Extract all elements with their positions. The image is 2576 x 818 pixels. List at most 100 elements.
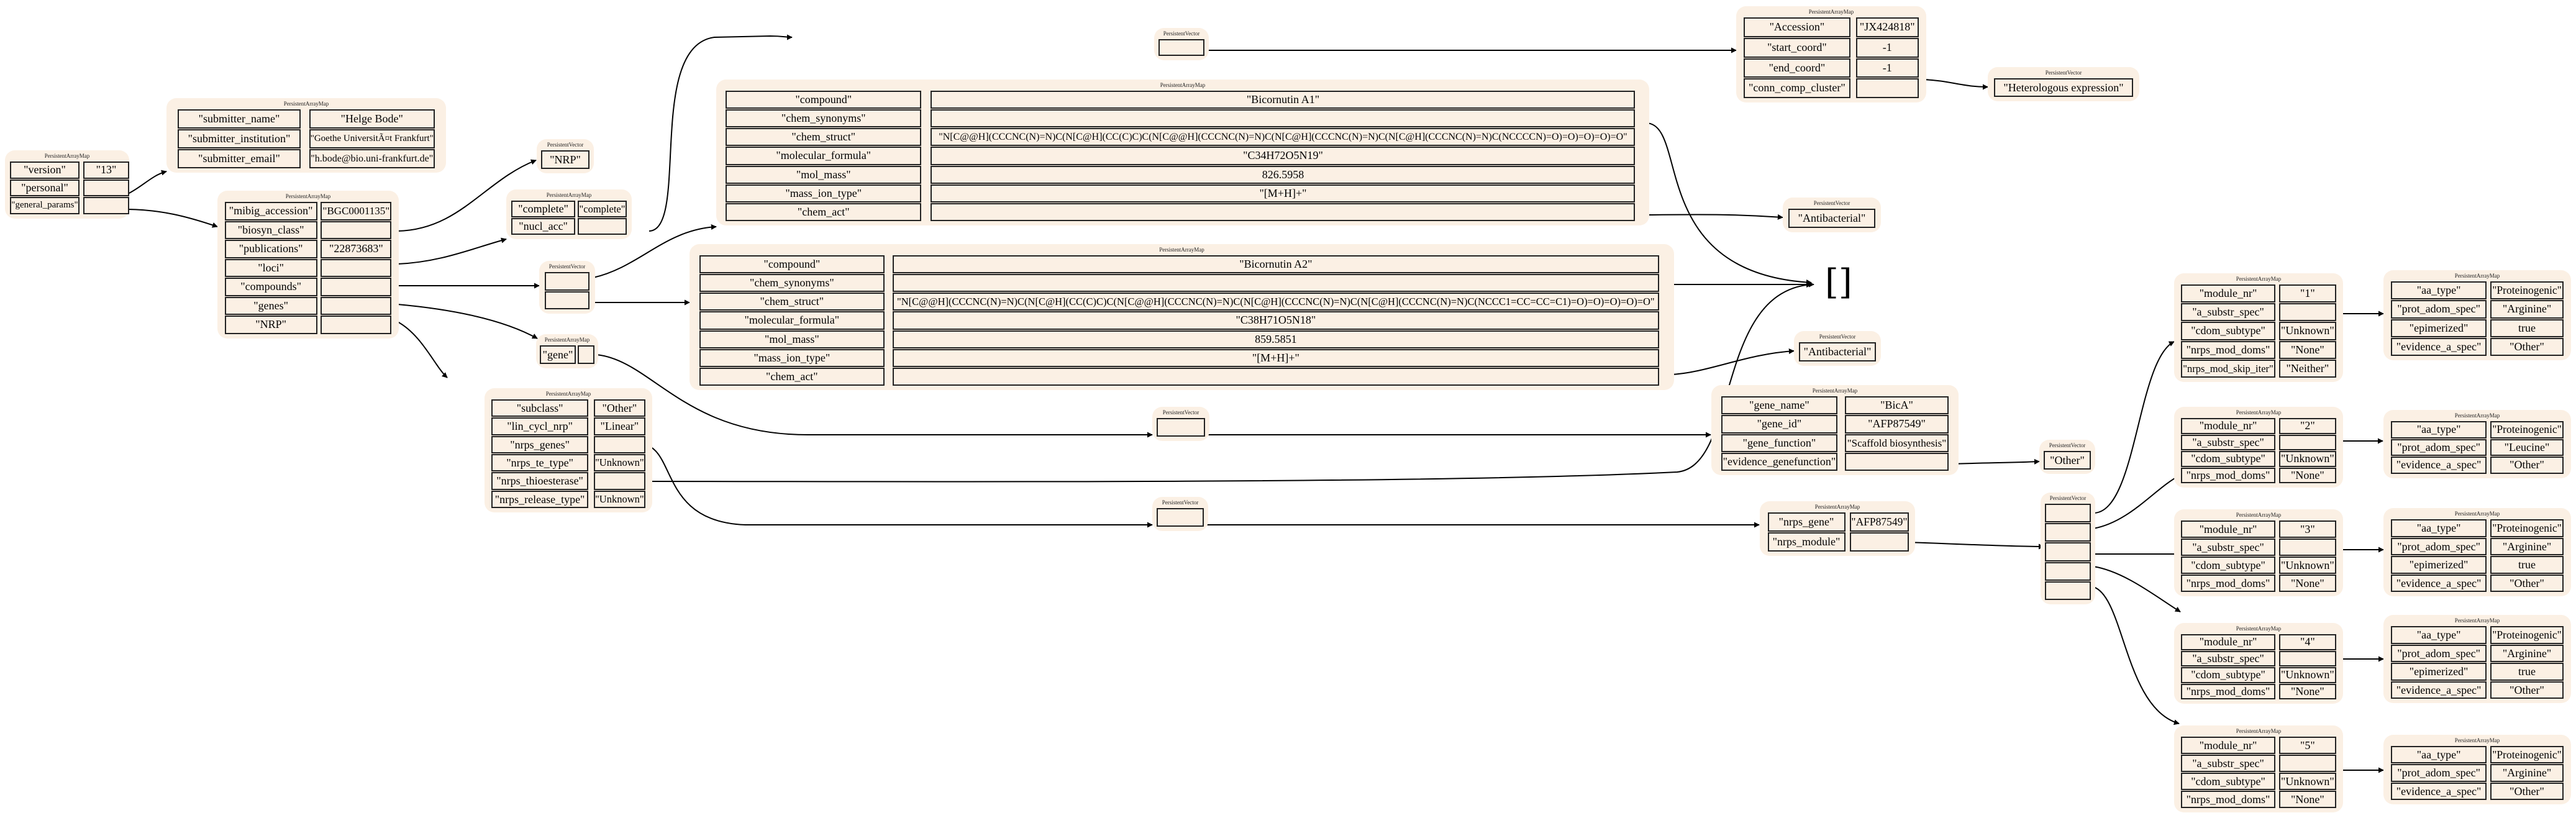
map-key-cell: "cdom_subtype" — [2180, 773, 2276, 790]
map-key-cell: "complete" — [511, 201, 576, 217]
node-type-label: PersistentArrayMap — [545, 391, 591, 397]
map-key-cell: "nrps_genes" — [491, 435, 589, 453]
map-key-cell: "Accession" — [1744, 17, 1850, 37]
spec-map-5: PersistentArrayMap"aa_type""Proteinogeni… — [2383, 735, 2571, 804]
map-value-cell: true — [2490, 319, 2564, 337]
node-type-label: PersistentArrayMap — [546, 192, 592, 198]
map-key-cell: "nrps_te_type" — [491, 454, 589, 472]
map-value-cell: "Unknown" — [2278, 667, 2337, 683]
map-value-cell: "Other" — [593, 399, 646, 417]
edge-accmap-conncomp — [1923, 79, 1988, 90]
map-key-cell: "a_substr_spec" — [2180, 650, 2276, 666]
map-key-cell: "evidence_genefunction" — [1721, 452, 1837, 471]
map-value-cell: "Unknown" — [2278, 773, 2337, 790]
map-key-cell: "chem_act" — [726, 202, 922, 221]
map-value-cell: "Other" — [2490, 681, 2564, 699]
map-value-cell — [892, 274, 1660, 293]
map-key-cell: "prot_adom_spec" — [2391, 537, 2487, 555]
map-key-cell: "gene" — [540, 345, 576, 364]
map-key-cell: "aa_type" — [2391, 746, 2487, 764]
map-value-cell: "AFP87549" — [1850, 512, 1909, 532]
map-key-cell: "module_nr" — [2180, 634, 2276, 650]
spec-map-3: PersistentArrayMap "aa_type""Proteinogeni… — [2383, 508, 2571, 596]
vector-slot — [1158, 39, 1204, 56]
node-type-label: PersistentArrayMap — [2454, 617, 2500, 624]
map-value-cell: "Proteinogenic" — [2490, 281, 2564, 300]
map-key-cell: "cdom_subtype" — [2180, 451, 2276, 467]
node-type-label: PersistentArrayMap — [285, 193, 331, 199]
map-value-cell — [321, 316, 392, 334]
map-key-cell: "biosyn_class" — [224, 220, 317, 240]
edge-nrpsgenes-nrpsvec — [641, 443, 1153, 528]
node-type-label: PersistentArrayMap — [2454, 737, 2500, 743]
map-key-cell: "nrps_thioesterase" — [491, 472, 589, 490]
compounds-vector: PersistentVector — [539, 261, 595, 314]
map-value-cell: 826.5958 — [931, 165, 1636, 184]
map-value-cell: "N[C@@H](CCCNC(N)=N)C(N[C@H](CC(C)C)C(N[… — [892, 293, 1660, 311]
edge-general-genes — [397, 304, 538, 339]
vector-slot: "NRP" — [541, 150, 589, 169]
map-value-cell: "Neither" — [2278, 359, 2337, 378]
edge-general-loci — [397, 237, 507, 265]
vector-slot — [545, 291, 589, 309]
map-value-cell: "Other" — [2490, 574, 2564, 592]
node-type-label: PersistentArrayMap — [544, 337, 590, 343]
vector-slot — [545, 272, 589, 291]
map-key-cell: "module_nr" — [2180, 284, 2276, 303]
map-value-cell: "13" — [83, 161, 129, 179]
vector-slot — [2045, 581, 2091, 600]
map-key-cell: "nrps_gene" — [1767, 512, 1846, 532]
map-key-cell: "evidence_a_spec" — [2391, 681, 2487, 699]
map-value-cell: "Unknown" — [593, 490, 646, 508]
edge-modvec-mod5 — [2093, 586, 2180, 725]
node-type-label: PersistentArrayMap — [283, 101, 329, 107]
map-key-cell: "a_substr_spec" — [2180, 755, 2276, 772]
map-key-cell: "submitter_email" — [178, 149, 301, 168]
map-key-cell: "submitter_name" — [178, 109, 301, 129]
vector-slot: "Antibacterial" — [1799, 342, 1876, 361]
loci-map: PersistentArrayMap"complete""complete""n… — [506, 189, 632, 239]
map-value-cell — [2278, 755, 2337, 772]
node-type-label: PersistentVector — [1813, 200, 1850, 206]
node-type-label: PersistentArrayMap — [2454, 511, 2500, 517]
map-key-cell: "nrps_mod_doms" — [2180, 467, 2276, 483]
map-value-cell: "Arginine" — [2490, 300, 2564, 319]
map-key-cell: "NRP" — [224, 316, 317, 334]
map-value-cell: true — [2490, 556, 2564, 574]
map-value-cell — [321, 258, 392, 278]
node-type-label: PersistentArrayMap — [2236, 512, 2282, 518]
edge-a1-synonyms-empty — [1645, 122, 1812, 286]
map-key-cell: "nrps_module" — [1767, 532, 1846, 552]
map-value-cell: "Proteinogenic" — [2490, 519, 2564, 537]
map-key-cell: "chem_synonyms" — [699, 274, 885, 293]
map-value-cell: "None" — [2278, 575, 2337, 592]
map-key-cell: "nrps_mod_skip_iter" — [2180, 359, 2276, 378]
vector-slot — [2045, 542, 2091, 561]
map-key-cell: "genes" — [224, 296, 317, 316]
map-value-cell: -1 — [1855, 37, 1919, 58]
vector-slot: "Other" — [2044, 451, 2091, 470]
module-map-4: PersistentArrayMap"module_nr""4""a_subst… — [2174, 623, 2343, 704]
map-key-cell: "aa_type" — [2391, 519, 2487, 537]
map-value-cell: "Helge Bode" — [309, 109, 435, 129]
edge-loci-accvec — [649, 34, 793, 232]
evidence-vector: PersistentVector"Other" — [2039, 440, 2095, 474]
map-value-cell — [578, 218, 627, 235]
map-value-cell: "BicA" — [1844, 396, 1949, 415]
root-map: PersistentArrayMap"version""13""personal… — [5, 150, 129, 219]
personal-map: PersistentArrayMap "submitter_name" "Helge… — [166, 98, 446, 173]
map-key-cell: "evidence_a_spec" — [2391, 782, 2487, 800]
node-type-label: PersistentVector — [548, 263, 586, 270]
node-type-label: PersistentVector — [1163, 30, 1200, 37]
map-key-cell: "nrps_mod_doms" — [2180, 340, 2276, 359]
edge-nrpsthio-empty — [641, 282, 1812, 483]
map-key-cell: "evidence_a_spec" — [2391, 457, 2487, 474]
edge-modvec-mod4 — [2093, 566, 2181, 612]
map-value-cell: "N[C@@H](CCCNC(N)=N)C(N[C@H](CC(C)C)C(N[… — [931, 128, 1636, 147]
map-key-cell: "molecular_formula" — [699, 311, 885, 330]
map-key-cell: "nrps_mod_doms" — [2180, 791, 2276, 808]
map-value-cell: "BGC0001135" — [321, 202, 392, 220]
map-key-cell: "module_nr" — [2180, 737, 2276, 754]
map-value-cell: "Arginine" — [2490, 764, 2564, 782]
